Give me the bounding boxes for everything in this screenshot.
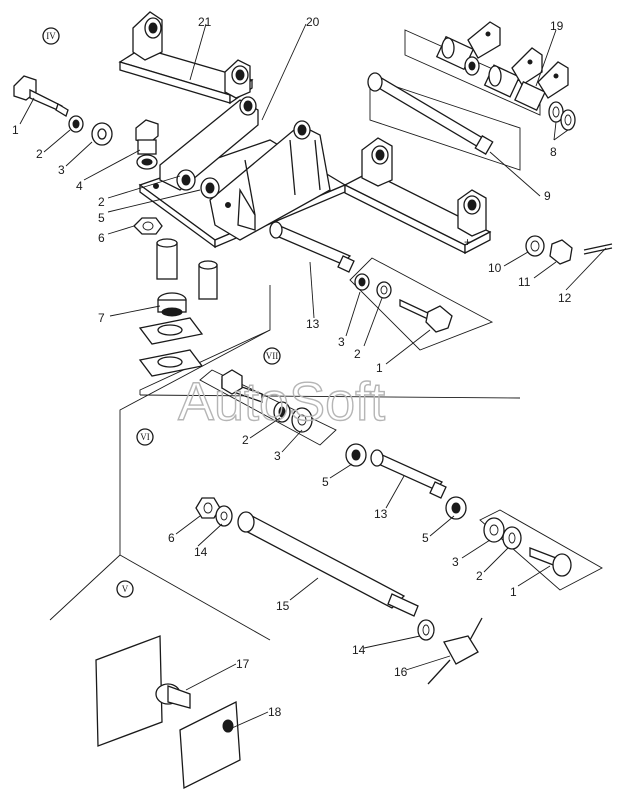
callout-1: 1 xyxy=(376,361,383,375)
watermark: AutoSoft xyxy=(178,372,385,432)
view-marker-vi: VI xyxy=(140,432,150,442)
section-lines xyxy=(49,285,521,641)
callout-10: 10 xyxy=(488,261,502,275)
callout-2: 2 xyxy=(242,433,249,447)
callout-3: 3 xyxy=(338,335,345,349)
bracket-21 xyxy=(118,11,254,105)
callout-2: 2 xyxy=(98,195,105,209)
nut-6-top xyxy=(133,217,163,235)
callout-14: 14 xyxy=(194,545,208,559)
washers-8 xyxy=(548,101,576,131)
group-box-mid xyxy=(349,257,494,351)
callout-5: 5 xyxy=(322,475,329,489)
callout-3: 3 xyxy=(58,163,65,177)
bracket-set-19 xyxy=(404,21,569,116)
group-vii xyxy=(199,369,337,446)
callout-4: 4 xyxy=(76,179,83,193)
callout-3: 3 xyxy=(274,449,281,463)
callout-15: 15 xyxy=(276,599,290,613)
callout-16: 16 xyxy=(394,665,408,679)
bushings xyxy=(156,238,218,300)
callout-2: 2 xyxy=(476,569,483,583)
callout-6: 6 xyxy=(168,531,175,545)
callout-2: 2 xyxy=(354,347,361,361)
callout-1: 1 xyxy=(12,123,19,137)
callout-9: 9 xyxy=(544,189,551,203)
washers-left xyxy=(68,115,113,146)
callout-1: 1 xyxy=(510,585,517,599)
callout-21: 21 xyxy=(198,15,212,29)
pin-9 xyxy=(367,72,521,171)
plate-17 xyxy=(95,635,191,747)
callout-6: 6 xyxy=(98,231,105,245)
leader-lines xyxy=(19,23,607,729)
callout-17: 17 xyxy=(236,657,250,671)
bracket-right: + xyxy=(343,137,492,255)
base-frame-20 xyxy=(138,96,347,249)
nuts-10-11-pin-12 xyxy=(525,235,613,265)
bolt-1-top xyxy=(13,75,69,117)
callout-5: 5 xyxy=(98,211,105,225)
plate-assembly-7 xyxy=(138,292,204,377)
shaft-13-top xyxy=(269,221,355,273)
nut-washer-6-14 xyxy=(195,497,233,527)
shaft-15 xyxy=(237,511,419,617)
callout-5: 5 xyxy=(422,531,429,545)
view-marker-vii: VII xyxy=(266,351,279,361)
callout-13: 13 xyxy=(374,507,388,521)
plate-18 xyxy=(179,700,241,790)
view-marker-iv: IV xyxy=(46,31,56,41)
washer-14-low xyxy=(417,619,435,641)
group-box-low xyxy=(479,509,603,591)
callout-2: 2 xyxy=(36,147,43,161)
callout-7: 7 xyxy=(98,311,105,325)
bushing-5-mid xyxy=(345,443,367,467)
callout-18: 18 xyxy=(268,705,282,719)
callout-11: 11 xyxy=(518,275,531,289)
lever-16 xyxy=(427,617,483,685)
svg-text:+: + xyxy=(464,235,471,249)
callout-19: 19 xyxy=(550,19,564,33)
callout-8: 8 xyxy=(550,145,557,159)
bushing-5-low xyxy=(445,496,467,520)
shaft-13-mid xyxy=(370,449,447,499)
callout-14: 14 xyxy=(352,643,366,657)
fitting-4 xyxy=(135,119,159,170)
callout-labels: 1 2 3 4 2 5 6 7 21 20 19 8 9 10 11 12 13… xyxy=(12,15,572,719)
callout-20: 20 xyxy=(306,15,320,29)
callout-12: 12 xyxy=(558,291,572,305)
callout-3: 3 xyxy=(452,555,459,569)
view-marker-v: V xyxy=(122,584,129,594)
view-markers: IV V VI VII xyxy=(42,27,281,598)
callout-13: 13 xyxy=(306,317,320,331)
